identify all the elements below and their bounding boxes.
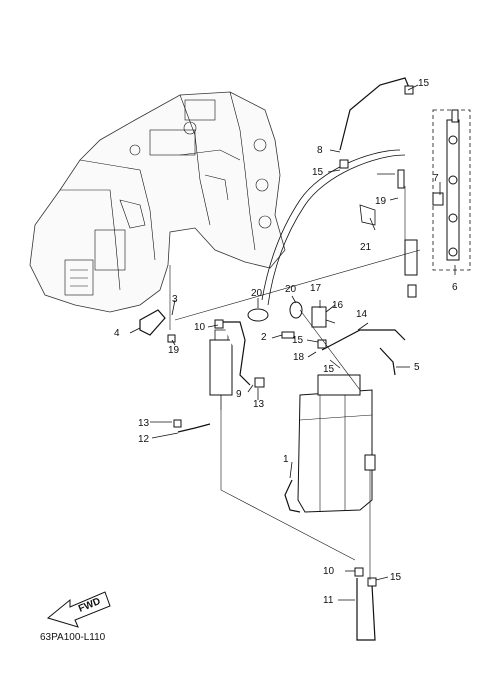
engine-block xyxy=(29,91,286,313)
callout-13b: 13 xyxy=(253,399,265,410)
callout-10b: 10 xyxy=(323,566,335,577)
callout-16: 16 xyxy=(332,300,344,311)
callout-15b: 15 xyxy=(312,167,324,178)
pressure-regulator xyxy=(359,169,418,298)
fuel-rail xyxy=(432,109,471,271)
callout-17: 17 xyxy=(310,283,322,294)
callout-20b: 20 xyxy=(285,284,297,295)
callout-4: 4 xyxy=(114,328,120,339)
callout-3: 3 xyxy=(172,294,178,305)
callout-19b: 19 xyxy=(375,196,387,207)
leader-lines xyxy=(129,84,456,601)
callout-18: 18 xyxy=(293,352,305,363)
vapor-separator xyxy=(297,374,376,513)
callout-15c: 15 xyxy=(292,335,304,346)
callout-10a: 10 xyxy=(194,322,206,333)
callout-15e: 15 xyxy=(390,572,402,583)
hoses xyxy=(139,77,414,641)
callout-7: 7 xyxy=(433,173,439,184)
callout-15a: 15 xyxy=(418,78,430,89)
callout-15d: 15 xyxy=(323,364,335,375)
fuel-filter xyxy=(209,329,233,410)
callout-8: 8 xyxy=(317,145,323,156)
callout-5: 5 xyxy=(414,362,420,373)
routing-lines xyxy=(169,186,421,580)
callout-9: 9 xyxy=(236,389,242,400)
diagram-code: 63PA100-L110 xyxy=(40,632,106,643)
callout-13a: 13 xyxy=(138,418,150,429)
callout-11: 11 xyxy=(323,595,334,606)
callout-1: 1 xyxy=(283,454,289,465)
callout-2: 2 xyxy=(261,332,267,343)
callout-21: 21 xyxy=(360,242,372,253)
callout-6: 6 xyxy=(452,282,458,293)
callout-20a: 20 xyxy=(251,288,263,299)
callout-14: 14 xyxy=(356,309,368,320)
callout-12: 12 xyxy=(138,434,150,445)
callout-19a: 19 xyxy=(168,345,180,356)
fwd-arrow-icon xyxy=(46,591,111,628)
